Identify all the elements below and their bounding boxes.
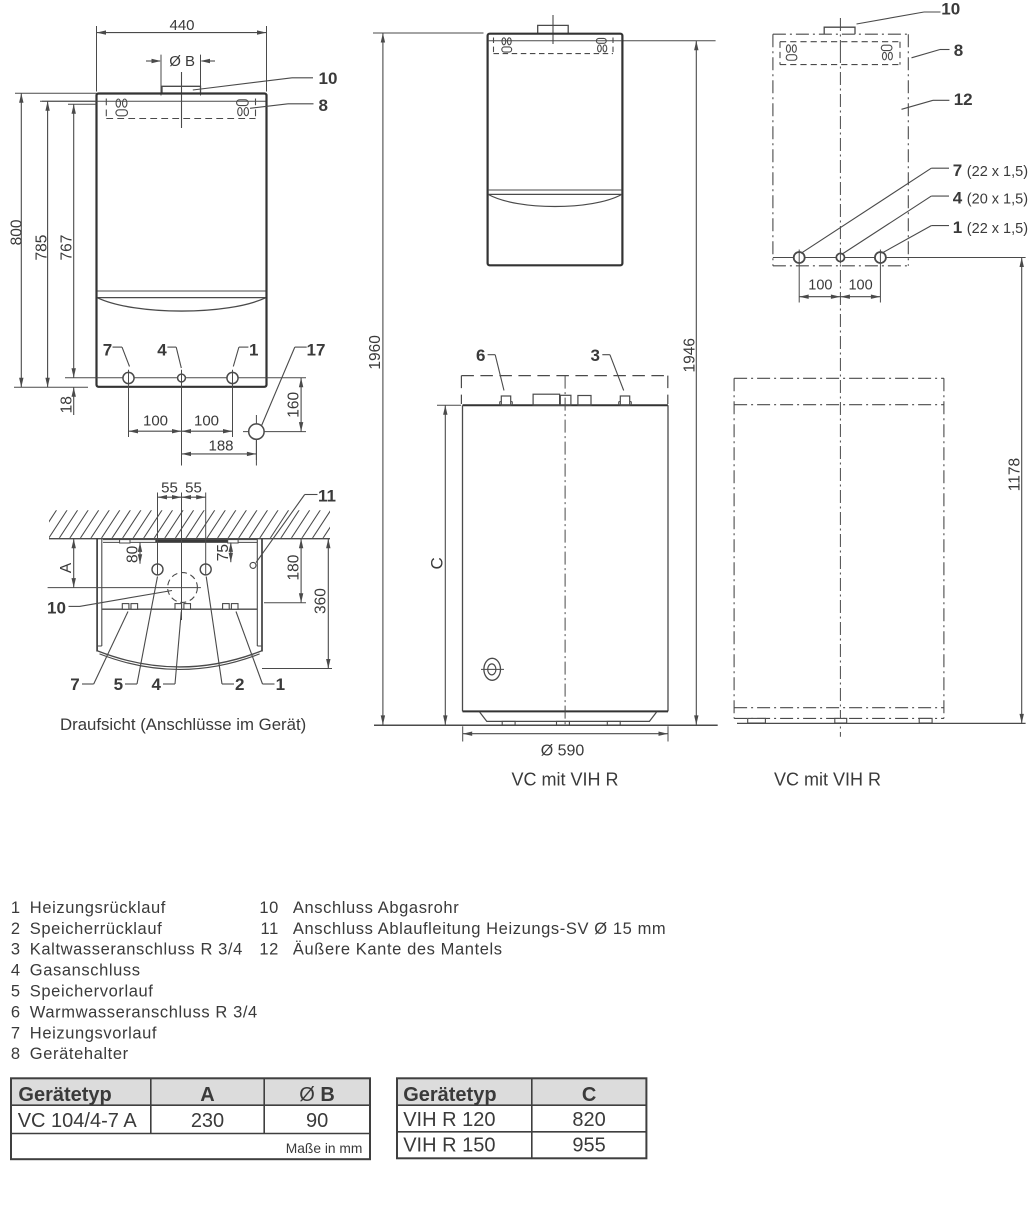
svg-text:VIH R 120: VIH R 120 [403, 1109, 495, 1131]
svg-text:VIH R 150: VIH R 150 [403, 1135, 495, 1157]
svg-text:180: 180 [285, 554, 302, 580]
svg-text:10: 10 [259, 899, 279, 917]
svg-text:A: A [200, 1084, 214, 1106]
svg-text:4: 4 [151, 675, 161, 694]
svg-text:(20 x 1,5): (20 x 1,5) [967, 192, 1028, 208]
svg-text:230: 230 [191, 1110, 224, 1132]
svg-text:11: 11 [261, 920, 279, 938]
svg-text:80: 80 [124, 545, 141, 563]
svg-text:7: 7 [70, 675, 79, 694]
svg-text:8: 8 [11, 1045, 21, 1063]
svg-text:12: 12 [954, 90, 973, 109]
svg-text:Ø 590: Ø 590 [541, 742, 585, 759]
svg-text:Heizungsvorlauf: Heizungsvorlauf [30, 1024, 157, 1042]
svg-text:1946: 1946 [681, 338, 698, 372]
svg-text:7: 7 [11, 1024, 21, 1042]
svg-text:Kaltwasseranschluss R 3/4: Kaltwasseranschluss R 3/4 [30, 941, 243, 959]
svg-text:5: 5 [11, 983, 21, 1001]
svg-text:Anschluss Abgasrohr: Anschluss Abgasrohr [293, 899, 459, 917]
svg-text:4: 4 [157, 341, 167, 360]
svg-text:440: 440 [169, 17, 194, 34]
svg-text:17: 17 [307, 341, 326, 360]
svg-text:12: 12 [259, 941, 279, 959]
svg-text:1: 1 [953, 218, 962, 237]
svg-text:Maße in mm: Maße in mm [286, 1141, 363, 1156]
svg-text:10: 10 [941, 0, 960, 19]
svg-text:3: 3 [11, 941, 21, 959]
svg-text:2: 2 [235, 675, 244, 694]
svg-text:55: 55 [185, 480, 202, 497]
svg-text:820: 820 [572, 1109, 605, 1131]
svg-text:Gasanschluss: Gasanschluss [30, 962, 141, 980]
svg-text:1: 1 [249, 341, 258, 360]
svg-text:Ø B: Ø B [299, 1084, 335, 1106]
svg-text:7: 7 [953, 161, 962, 180]
svg-text:55: 55 [161, 480, 178, 497]
svg-text:Draufsicht (Anschlüsse im Gerä: Draufsicht (Anschlüsse im Gerät) [60, 715, 306, 734]
svg-text:6: 6 [476, 346, 485, 365]
svg-text:Speicherrücklauf: Speicherrücklauf [30, 920, 163, 938]
svg-text:188: 188 [208, 437, 233, 454]
svg-text:VC mit VIH R: VC mit VIH R [511, 770, 618, 790]
svg-text:955: 955 [572, 1135, 605, 1157]
svg-text:Warmwasseranschluss R 3/4: Warmwasseranschluss R 3/4 [30, 1003, 258, 1021]
svg-text:8: 8 [954, 41, 963, 60]
svg-text:360: 360 [312, 588, 329, 614]
svg-text:Gerätetyp: Gerätetyp [18, 1084, 111, 1106]
svg-text:4: 4 [11, 962, 21, 980]
svg-text:4: 4 [953, 189, 963, 208]
svg-text:Heizungsrücklauf: Heizungsrücklauf [30, 899, 166, 917]
svg-text:18: 18 [58, 396, 75, 413]
svg-text:Speichervorlauf: Speichervorlauf [30, 983, 154, 1001]
svg-text:2: 2 [11, 920, 21, 938]
svg-text:1178: 1178 [1007, 458, 1024, 491]
svg-text:100: 100 [808, 277, 832, 293]
svg-text:VC 104/4-7 A: VC 104/4-7 A [18, 1110, 138, 1132]
svg-text:100: 100 [143, 413, 168, 430]
svg-text:75: 75 [215, 544, 232, 561]
svg-text:(22 x 1,5): (22 x 1,5) [967, 221, 1028, 237]
svg-text:11: 11 [318, 487, 336, 506]
svg-text:VC mit VIH R: VC mit VIH R [774, 770, 881, 790]
svg-text:C: C [427, 557, 446, 569]
svg-text:(22 x 1,5): (22 x 1,5) [967, 164, 1028, 180]
svg-text:3: 3 [590, 346, 599, 365]
svg-text:10: 10 [47, 599, 66, 618]
svg-text:1: 1 [276, 675, 285, 694]
svg-text:767: 767 [58, 235, 75, 261]
svg-text:100: 100 [194, 413, 219, 430]
svg-text:90: 90 [306, 1110, 328, 1132]
svg-text:10: 10 [319, 69, 338, 88]
svg-text:A: A [58, 562, 75, 573]
svg-text:1960: 1960 [367, 335, 384, 370]
svg-text:Gerätetyp: Gerätetyp [403, 1084, 496, 1106]
svg-text:Ø B: Ø B [169, 53, 195, 70]
svg-text:Gerätehalter: Gerätehalter [30, 1045, 129, 1063]
svg-text:8: 8 [319, 96, 328, 115]
svg-text:7: 7 [103, 341, 112, 360]
svg-text:160: 160 [285, 391, 302, 417]
svg-text:6: 6 [11, 1003, 21, 1021]
svg-text:C: C [582, 1084, 596, 1106]
svg-text:785: 785 [34, 235, 51, 261]
svg-text:1: 1 [11, 899, 21, 917]
svg-text:Anschluss Ablaufleitung Heizun: Anschluss Ablaufleitung Heizungs-SV Ø 15… [293, 920, 666, 938]
svg-text:Äußere Kante des Mantels: Äußere Kante des Mantels [293, 941, 503, 959]
svg-text:5: 5 [114, 675, 123, 694]
svg-text:800: 800 [9, 219, 26, 245]
svg-text:100: 100 [848, 277, 872, 293]
